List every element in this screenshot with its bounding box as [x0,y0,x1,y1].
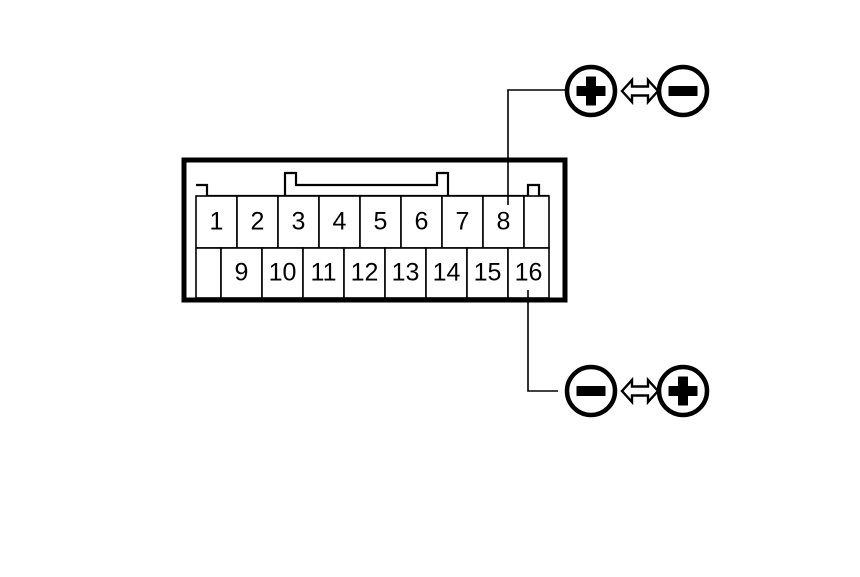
bottom-row-cells [195,247,550,299]
pin-label-3: 3 [292,208,306,236]
double-arrow-icon-top [620,76,660,106]
bottom-row-blank-cell-left [195,247,222,299]
pin-cell-15 [466,247,509,299]
pin-label-14: 14 [433,259,461,287]
pin-cell-11 [302,247,345,299]
pin-label-11: 11 [311,259,337,287]
pin-16-polarity-annotation [564,364,710,418]
pin-8-polarity-annotation [564,64,710,118]
double-arrow-icon-bottom [620,376,660,406]
pin-label-12: 12 [351,259,379,287]
top-row-labels: 1 2 3 4 5 6 7 8 [210,208,511,236]
top-row-cells [195,195,550,249]
plus-in-circle-icon-bottom [656,364,710,418]
pin-cell-12 [343,247,386,299]
pin-cell-5 [359,195,402,249]
plus-in-circle-icon-top [564,64,618,118]
pin-label-13: 13 [392,259,420,287]
pin-label-7: 7 [456,208,470,236]
pin-label-5: 5 [374,208,388,236]
pin-label-2: 2 [251,208,265,236]
pin-label-9: 9 [235,259,249,287]
pin-cell-14 [425,247,468,299]
pin-cell-6 [400,195,443,249]
pin-cell-10 [261,247,304,299]
minus-in-circle-icon-bottom [564,364,618,418]
leader-line-pin-16 [527,290,558,392]
pin-label-16: 16 [515,259,543,287]
bottom-row-labels: 9 10 11 12 13 14 15 16 [235,259,543,287]
pin-cell-9 [220,247,263,299]
pin-label-4: 4 [333,208,347,236]
minus-in-circle-icon-top [656,64,710,118]
shroud-top-edge [196,183,549,198]
pin-label-6: 6 [415,208,429,236]
leader-line-pin-8 [507,89,566,205]
pin-label-15: 15 [474,259,502,287]
latch-bridge [283,171,450,196]
pin-cell-3 [277,195,320,249]
pin-label-1: 1 [210,208,224,236]
top-row-blank-cell-right [523,195,550,249]
pin-label-10: 10 [269,259,297,287]
pin-cell-13 [384,247,427,299]
pin-cell-2 [236,195,279,249]
pin-label-8: 8 [497,208,511,236]
